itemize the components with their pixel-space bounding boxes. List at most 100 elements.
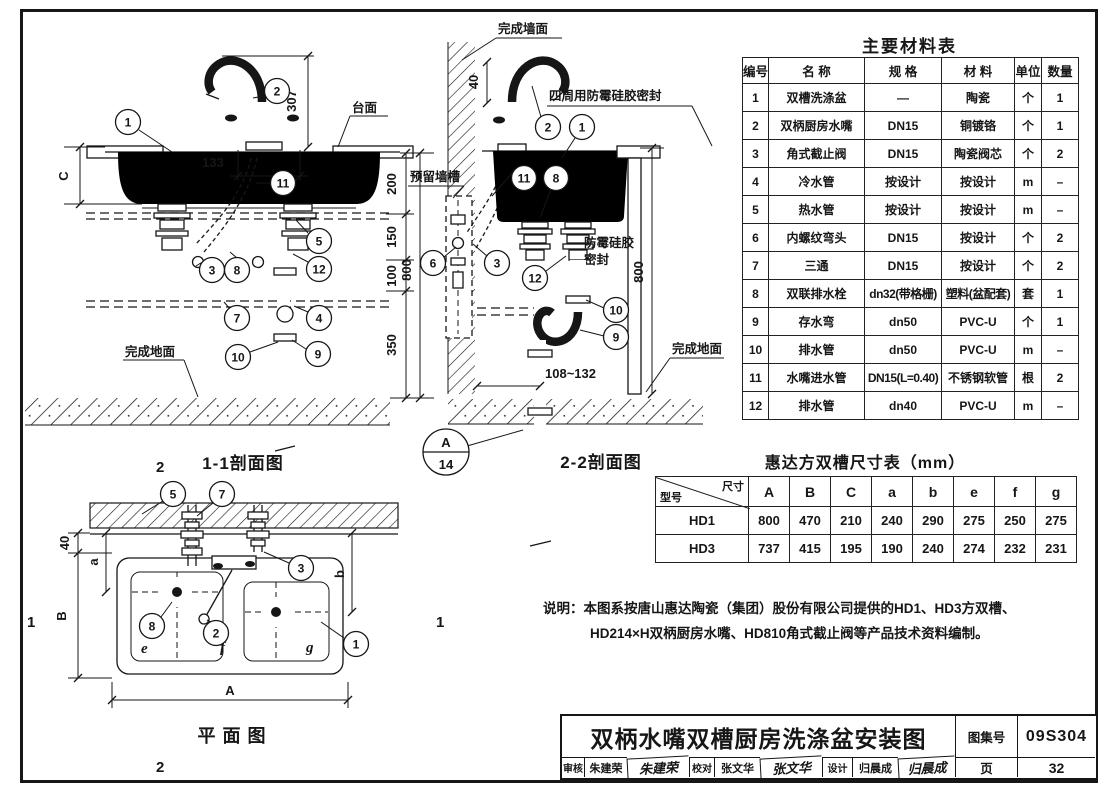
dim-label-40: 40 bbox=[466, 75, 481, 89]
callout-9: 9 bbox=[602, 323, 630, 351]
callout-8: 8 bbox=[542, 164, 570, 192]
dim-label-A: A bbox=[225, 683, 235, 698]
cell: 2 bbox=[1041, 139, 1080, 168]
dim-label-a: a bbox=[86, 558, 101, 566]
cell: — bbox=[864, 83, 943, 112]
callout-2: 2 bbox=[263, 77, 291, 105]
plan-supply-left bbox=[180, 505, 204, 566]
cell: 195 bbox=[830, 534, 872, 563]
cell: 240 bbox=[871, 506, 913, 535]
cell: 水嘴进水管 bbox=[768, 363, 866, 392]
callout-5: 5 bbox=[159, 480, 187, 508]
callout-2: 2 bbox=[534, 113, 562, 141]
cell: 存水弯 bbox=[768, 307, 866, 336]
svg-text:5: 5 bbox=[170, 488, 177, 502]
svg-text:2: 2 bbox=[156, 459, 164, 476]
cell: 275 bbox=[1035, 506, 1077, 535]
cell: 陶瓷阀芯 bbox=[941, 139, 1016, 168]
wall-chase bbox=[445, 195, 473, 339]
cell: 3 bbox=[741, 139, 770, 168]
callout-1: 1 bbox=[342, 630, 370, 658]
cell: 7 bbox=[741, 251, 770, 280]
cell: 275 bbox=[953, 506, 995, 535]
callout-11: 11 bbox=[269, 169, 297, 197]
dim-chain-right: 200 150 100 350 800 bbox=[384, 148, 434, 403]
callout-1: 1 bbox=[114, 108, 142, 136]
cell: 个 bbox=[1014, 111, 1043, 140]
materials-header-row: 编号 名 称 规 格 材 料 单位 数量 bbox=[741, 57, 1080, 84]
dim-chain-left-plan: 40 B bbox=[54, 528, 112, 683]
cell: 1 bbox=[1041, 111, 1080, 140]
note-line-2: HD214×H双柄厨房水嘴、HD810角式截止阀等产品技术资料编制。 bbox=[590, 622, 1088, 647]
cell: 个 bbox=[1014, 139, 1043, 168]
page-label: 页 bbox=[955, 757, 1017, 777]
col-qty: 数量 bbox=[1041, 57, 1080, 84]
cell: DN15 bbox=[864, 139, 943, 168]
cell: PVC-U bbox=[941, 391, 1016, 420]
callout-3: 3 bbox=[198, 256, 226, 284]
dim-label-b: b bbox=[332, 570, 347, 578]
cell: 铜镀铬 bbox=[941, 111, 1016, 140]
col-e: e bbox=[953, 476, 995, 507]
cell: 个 bbox=[1014, 83, 1043, 112]
col-unit: 单位 bbox=[1014, 57, 1043, 84]
svg-text:8: 8 bbox=[234, 264, 241, 278]
cell: 个 bbox=[1014, 223, 1043, 252]
svg-text:12: 12 bbox=[312, 263, 326, 277]
faucet-hoses-1-1 bbox=[195, 157, 258, 253]
svg-text:8: 8 bbox=[553, 172, 560, 186]
callout-9: 9 bbox=[304, 340, 332, 368]
cell: m bbox=[1014, 391, 1043, 420]
cell: 2 bbox=[741, 111, 770, 140]
drain-pipe-1-1 bbox=[273, 254, 297, 452]
svg-text:完成地面: 完成地面 bbox=[672, 341, 723, 356]
cell: 塑料(盆配套) bbox=[941, 279, 1016, 308]
corner-cell: 尺寸 型号 bbox=[655, 476, 750, 510]
cell: 按设计 bbox=[941, 195, 1016, 224]
svg-text:1: 1 bbox=[125, 116, 132, 130]
atlas-no-value: 09S304 bbox=[1017, 716, 1095, 757]
col-spec: 规 格 bbox=[864, 57, 943, 84]
callout-10: 10 bbox=[602, 296, 630, 324]
cell: 5 bbox=[741, 195, 770, 224]
dim-40-2-2: 40 bbox=[466, 57, 492, 108]
floor-2-2 bbox=[448, 399, 703, 425]
reviewer-label: 审核 bbox=[562, 757, 584, 777]
cell: 排水管 bbox=[768, 335, 866, 364]
detail-bubble-A14: A 14 bbox=[422, 428, 524, 476]
caption-plan: 平 面 图 bbox=[197, 726, 265, 746]
svg-text:预留墙槽: 预留墙槽 bbox=[410, 169, 461, 184]
cell: HD1 bbox=[655, 506, 749, 535]
svg-text:8: 8 bbox=[149, 620, 156, 634]
dim-label-350: 350 bbox=[384, 334, 399, 356]
svg-text:1: 1 bbox=[436, 614, 444, 631]
col-no: 编号 bbox=[741, 57, 770, 84]
col-A: A bbox=[748, 476, 790, 507]
cell: 800 bbox=[748, 506, 790, 535]
cell: 240 bbox=[912, 534, 954, 563]
cell: 按设计 bbox=[864, 167, 943, 196]
faucet-1-1 bbox=[204, 56, 299, 151]
callout-12: 12 bbox=[521, 264, 549, 292]
drain-fittings-2-2 bbox=[517, 221, 596, 261]
svg-text:3: 3 bbox=[298, 562, 305, 576]
reviewer-name: 朱建荣 bbox=[584, 757, 627, 777]
svg-text:9: 9 bbox=[613, 331, 620, 345]
col-material: 材 料 bbox=[941, 57, 1016, 84]
label-floor-2-2: 完成地面 bbox=[645, 341, 724, 393]
svg-text:7: 7 bbox=[234, 312, 241, 326]
cell: DN15 bbox=[864, 111, 943, 140]
dim-label-40-plan: 40 bbox=[57, 536, 72, 550]
cell: PVC-U bbox=[941, 335, 1016, 364]
label-countertop: 台面 bbox=[337, 100, 388, 148]
svg-text:14: 14 bbox=[439, 457, 454, 472]
col-B: B bbox=[789, 476, 831, 507]
drain-fittings-1-1 bbox=[153, 203, 317, 251]
dim-label-100: 100 bbox=[384, 265, 399, 287]
